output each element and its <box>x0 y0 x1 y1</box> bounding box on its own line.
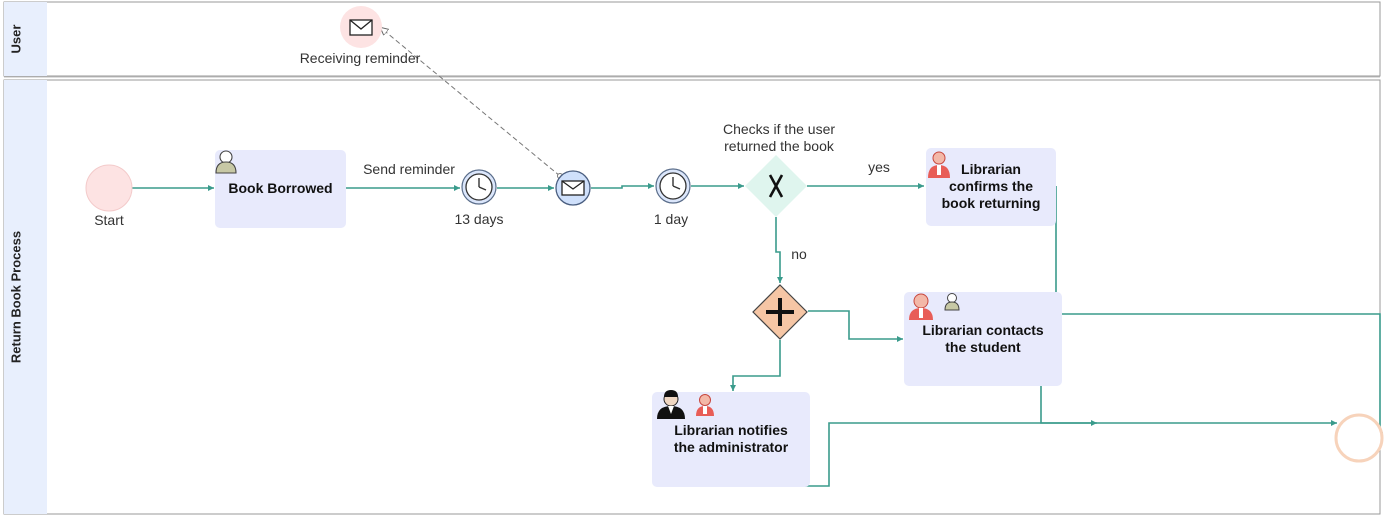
send-reminder-message-event[interactable] <box>555 170 591 206</box>
user-task-icon <box>215 150 237 174</box>
notifies-label-line2: the administrator <box>673 439 789 455</box>
confirms-label-line1: Librarian <box>961 161 1021 177</box>
timer-13-days-label: 13 days <box>454 211 504 227</box>
parallel-gateway[interactable] <box>752 284 808 340</box>
contacts-label-line1: Librarian contacts <box>922 322 1044 338</box>
send-reminder-label: Send reminder <box>363 161 455 177</box>
message-flow-reminder[interactable] <box>381 28 561 177</box>
flow-no[interactable] <box>775 217 783 283</box>
task-librarian-confirms[interactable] <box>926 148 1056 226</box>
notifies-label-line1: Librarian notifies <box>674 422 788 438</box>
task-book-borrowed[interactable] <box>215 150 346 228</box>
book-borrowed-label: Book Borrowed <box>228 180 333 196</box>
librarian-icon <box>909 293 933 320</box>
task-librarian-notifies[interactable] <box>652 392 810 487</box>
librarian-icon <box>928 151 950 178</box>
contacts-label-line2: the student <box>945 339 1021 355</box>
timer-1-day-event[interactable] <box>655 168 691 204</box>
flow-notifies-to-end[interactable] <box>733 420 1337 487</box>
process-lane-title: Return Book Process <box>8 230 24 364</box>
administrator-icon <box>657 390 685 419</box>
exclusive-gateway[interactable] <box>745 155 807 217</box>
yes-label: yes <box>868 159 890 175</box>
envelope-icon <box>349 19 373 36</box>
timer-13-days-event[interactable] <box>461 169 497 205</box>
task-librarian-contacts[interactable] <box>904 292 1062 386</box>
no-label: no <box>791 246 807 262</box>
gateway-question-line2: returned the book <box>724 138 834 154</box>
confirms-label-line3: book returning <box>941 195 1041 211</box>
flow-message-to-timer1[interactable] <box>591 183 654 189</box>
process-lane-header <box>4 80 47 514</box>
start-label: Start <box>94 212 124 228</box>
receiving-reminder-label: Receiving reminder <box>299 50 421 66</box>
flow-confirms-to-end[interactable] <box>1055 186 1383 438</box>
confirms-label-line2: confirms the <box>948 178 1033 194</box>
user-task-icon <box>944 293 960 311</box>
end-event[interactable] <box>1334 413 1384 463</box>
flow-parallel-to-notifies[interactable] <box>730 340 781 391</box>
flow-contacts-to-end[interactable] <box>985 384 1097 426</box>
librarian-icon <box>696 394 714 416</box>
start-event[interactable] <box>85 164 133 212</box>
user-lane-title: User <box>8 24 24 54</box>
user-lane[interactable] <box>3 1 1381 77</box>
user-lane-header <box>4 2 47 76</box>
gateway-question-line1: Checks if the user <box>722 121 836 137</box>
flow-parallel-to-contacts[interactable] <box>808 310 903 342</box>
timer-1-day-label: 1 day <box>653 211 689 227</box>
